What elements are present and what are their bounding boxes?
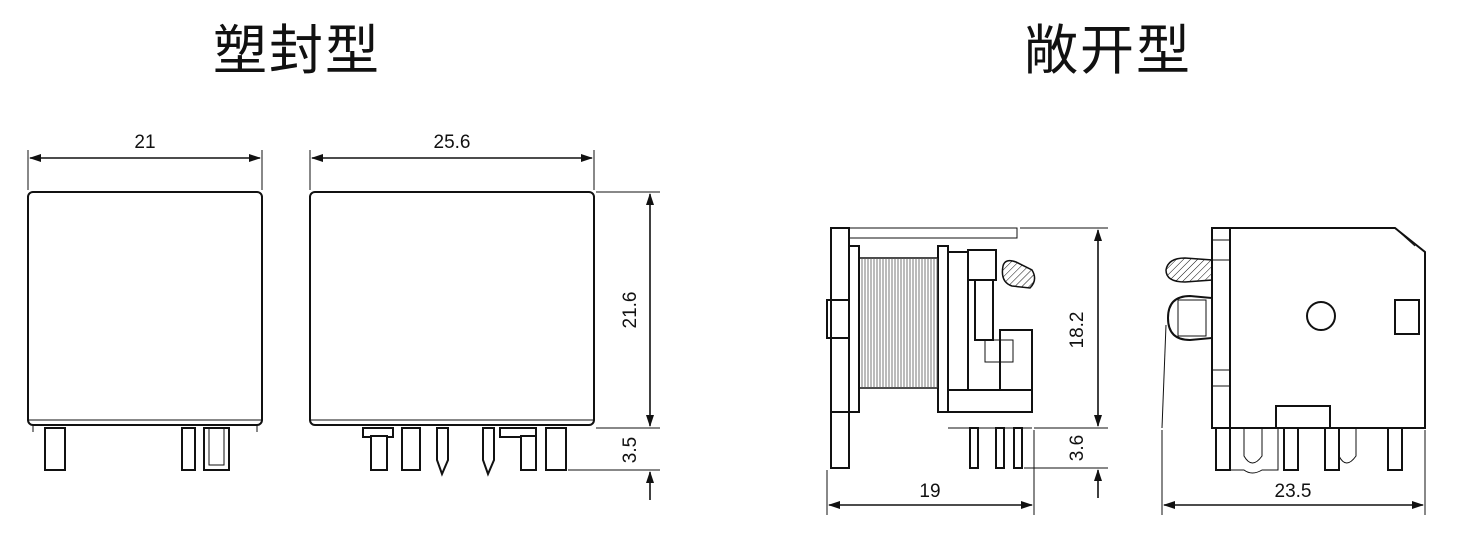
dim-label-open-pin: 3.6 [1067, 435, 1088, 461]
open-front-pin [995, 427, 1005, 469]
sealed-front-pin [44, 427, 66, 471]
sealed-front-pin [181, 427, 196, 471]
sealed-side-pin-pointed [436, 427, 449, 477]
open-side-view: 23.5 [1161, 227, 1426, 515]
sealed-front-case [27, 191, 263, 426]
title-open-type: 敞开型 [1024, 19, 1192, 82]
open-side-pin [1324, 427, 1340, 471]
sealed-side-case [309, 191, 595, 426]
contact-hatched-side [1165, 257, 1213, 283]
open-front-pin [1013, 427, 1023, 469]
dim-label-open-side-width: 23.5 [1275, 481, 1312, 502]
open-side-pin [1387, 427, 1403, 471]
dim-label-sealed-height: 21.6 [620, 292, 641, 329]
sealed-front-pin [203, 427, 230, 471]
dim-label-sealed-front-width: 21 [134, 132, 155, 153]
sealed-side-pin [520, 435, 537, 471]
dim-label-sealed-pin: 3.5 [620, 437, 641, 463]
dim-label-sealed-side-width: 25.6 [434, 132, 471, 153]
sealed-side-pin [545, 427, 567, 471]
title-sealed-type: 塑封型 [213, 19, 381, 82]
sealed-side-pin [401, 427, 421, 471]
open-front-view: 19 18.2 3.6 [826, 227, 1108, 515]
open-side-pin [1215, 427, 1231, 471]
open-side-pin [1283, 427, 1299, 471]
open-front-pin [969, 427, 979, 469]
sealed-side-view: 25.6 21.6 3.5 [309, 132, 660, 500]
mount-hole [1306, 301, 1336, 331]
open-front-frame-left [826, 227, 850, 413]
contact-hatched [1001, 259, 1036, 289]
dim-label-open-front-width: 19 [919, 481, 940, 502]
sealed-front-view: 21 [27, 132, 263, 471]
contact-round [1166, 294, 1213, 342]
dim-label-open-height: 18.2 [1067, 312, 1088, 349]
coil-winding [858, 257, 939, 389]
sealed-side-pin [370, 435, 388, 471]
sealed-side-pin-pointed [482, 427, 495, 477]
